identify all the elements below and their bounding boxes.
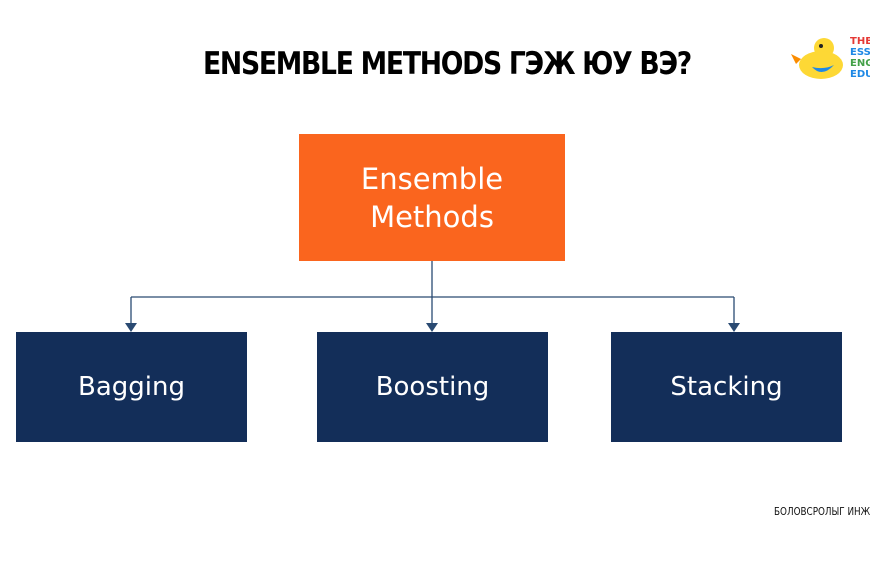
root-label-line1: Ensemble	[360, 161, 504, 196]
page-title: ENSEMBLE METHODS ГЭЖ ЮУ ВЭ?	[203, 46, 692, 82]
footer-caption: БОЛОВСРОЛЫГ ИНЖЕ	[774, 505, 870, 518]
logo-line: ENG	[850, 58, 870, 69]
logo-line: THE	[850, 36, 870, 47]
child-node-boosting: Boosting	[317, 332, 548, 442]
arrowhead-right	[728, 323, 740, 332]
logo-line: EDU	[850, 69, 870, 80]
root-label-line2: Methods	[370, 199, 494, 234]
brand-logo: THE ESS ENG EDU	[788, 34, 870, 82]
duck-icon	[791, 38, 843, 79]
arrowhead-left	[125, 323, 137, 332]
child-node-stacking: Stacking	[611, 332, 842, 442]
logo-line: ESS	[850, 47, 870, 58]
child-label: Boosting	[375, 372, 490, 402]
arrowhead-mid	[426, 323, 438, 332]
child-node-bagging: Bagging	[16, 332, 247, 442]
child-label: Bagging	[78, 372, 185, 402]
logo-wordmark: THE ESS ENG EDU	[850, 36, 870, 80]
child-label: Stacking	[670, 372, 783, 402]
root-node-ensemble-methods: Ensemble Methods	[299, 134, 565, 261]
